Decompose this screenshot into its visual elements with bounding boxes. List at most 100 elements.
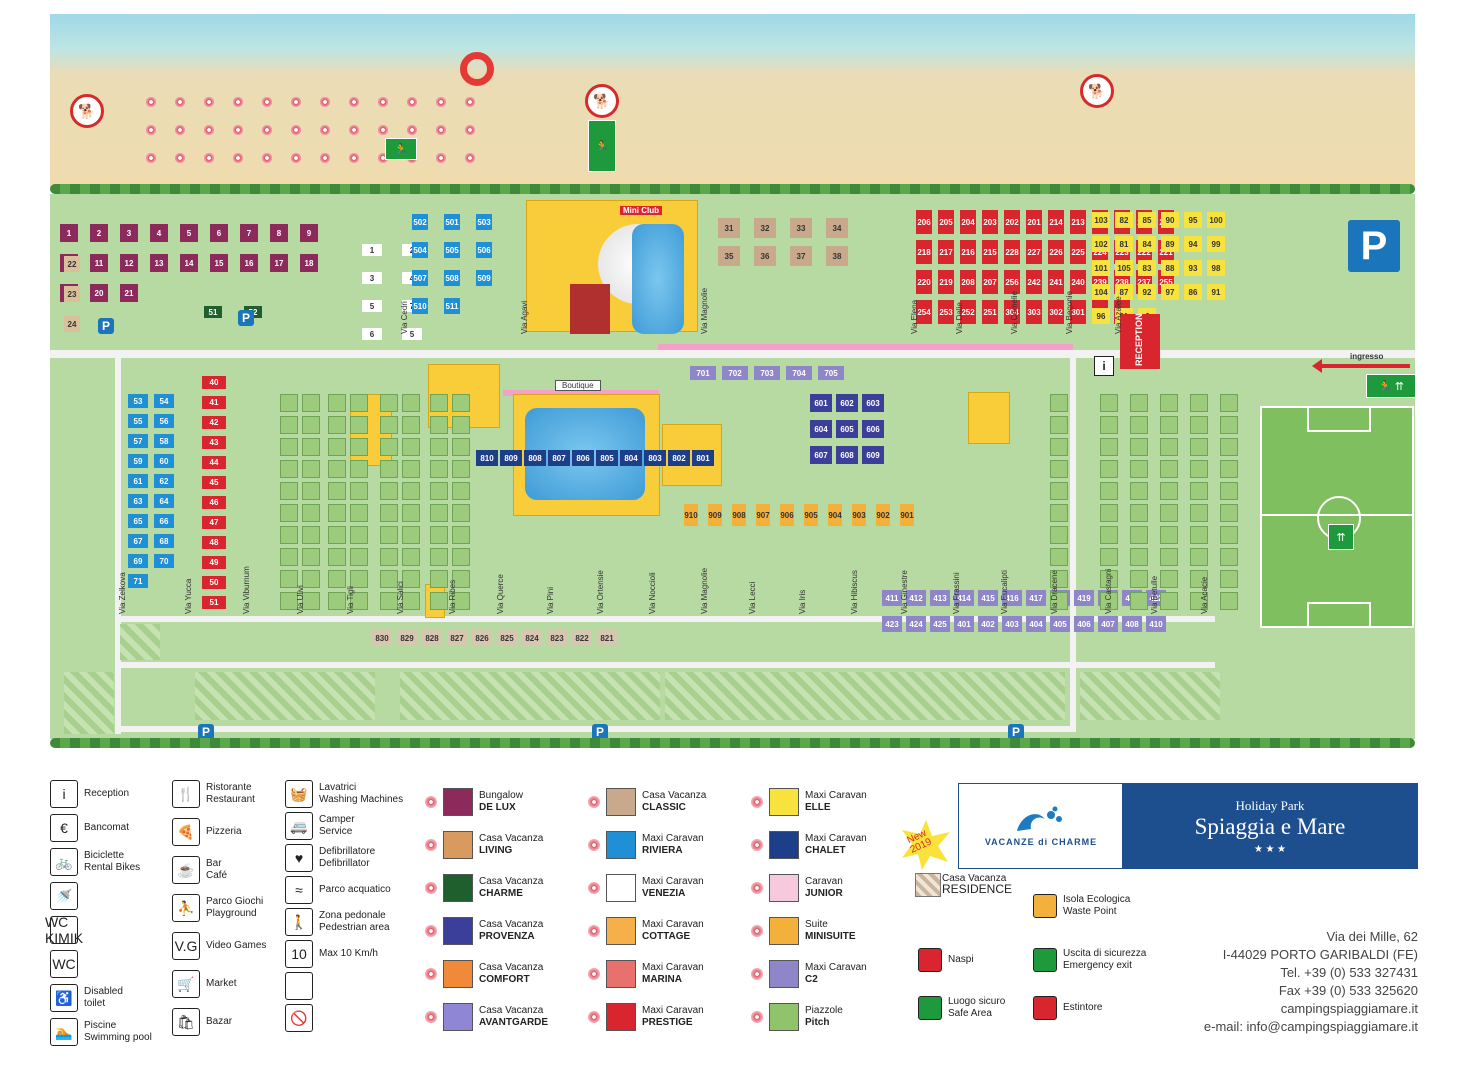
accommodation-unit[interactable]: 220 [916,270,932,294]
pitch-plot[interactable] [380,394,398,412]
pitch-plot[interactable] [402,592,420,610]
accommodation-unit[interactable]: 901 [900,504,914,526]
pitch-plot[interactable] [1220,570,1238,588]
pitch-plot[interactable] [1100,460,1118,478]
pitch-plot[interactable] [350,504,368,522]
accommodation-unit[interactable]: 37 [790,246,812,266]
pitch-plot[interactable] [1160,394,1178,412]
pitch-plot[interactable] [1160,526,1178,544]
accommodation-unit[interactable]: 601 [810,394,832,412]
accommodation-unit[interactable]: 303 [1026,300,1042,324]
accommodation-unit[interactable]: 62 [154,474,174,488]
accommodation-unit[interactable]: 206 [916,210,932,234]
accommodation-unit[interactable]: 404 [1026,616,1046,632]
accommodation-unit[interactable]: 822 [572,630,592,646]
accommodation-unit[interactable]: 95 [1184,212,1202,228]
pitch-plot[interactable] [402,570,420,588]
accommodation-unit[interactable]: 67 [128,534,148,548]
accommodation-unit[interactable]: 71 [128,574,148,588]
accommodation-unit[interactable]: 21 [120,284,138,302]
accommodation-unit[interactable]: 65 [128,514,148,528]
pitch-plot[interactable] [1220,416,1238,434]
accommodation-unit[interactable]: 91 [1207,284,1225,300]
accommodation-unit[interactable]: 402 [978,616,998,632]
pitch-plot[interactable] [1190,504,1208,522]
accommodation-unit[interactable]: 17 [270,254,288,272]
accommodation-unit[interactable]: 68 [154,534,174,548]
accommodation-unit[interactable]: 401 [954,616,974,632]
accommodation-unit[interactable]: 6 [362,328,382,340]
pitch-plot[interactable] [430,504,448,522]
accommodation-unit[interactable]: 416 [1002,590,1022,606]
accommodation-unit[interactable]: 510 [412,298,428,314]
accommodation-unit[interactable]: 907 [756,504,770,526]
accommodation-unit[interactable]: 18 [300,254,318,272]
accommodation-unit[interactable]: 7 [240,224,258,242]
accommodation-unit[interactable]: 504 [412,242,428,258]
pitch-plot[interactable] [452,416,470,434]
accommodation-unit[interactable]: 215 [982,240,998,264]
accommodation-unit[interactable]: 5 [362,300,382,312]
pitch-plot[interactable] [452,438,470,456]
accommodation-unit[interactable]: 424 [906,616,926,632]
accommodation-unit[interactable]: 70 [154,554,174,568]
accommodation-unit[interactable]: 6 [210,224,228,242]
accommodation-unit[interactable]: 59 [128,454,148,468]
accommodation-unit[interactable]: 802 [668,450,690,466]
pitch-plot[interactable] [380,416,398,434]
accommodation-unit[interactable]: 228 [1004,240,1020,264]
pitch-plot[interactable] [430,460,448,478]
pitch-plot[interactable] [1130,482,1148,500]
accommodation-unit[interactable]: 84 [1138,236,1156,252]
accommodation-unit[interactable]: 403 [1002,616,1022,632]
pitch-plot[interactable] [1130,460,1148,478]
pitch-plot[interactable] [328,438,346,456]
accommodation-unit[interactable]: 5 [180,224,198,242]
pitch-plot[interactable] [1190,438,1208,456]
pitch-plot[interactable] [328,460,346,478]
accommodation-unit[interactable]: 40 [202,376,226,389]
accommodation-unit[interactable]: 89 [1161,236,1179,252]
pitch-plot[interactable] [1190,592,1208,610]
pitch-plot[interactable] [402,548,420,566]
accommodation-unit[interactable]: 204 [960,210,976,234]
pitch-plot[interactable] [280,548,298,566]
accommodation-unit[interactable]: 20 [90,284,108,302]
accommodation-unit[interactable]: 51 [204,306,222,318]
accommodation-unit[interactable]: 408 [1122,616,1142,632]
accommodation-unit[interactable]: 301 [1070,300,1086,324]
pitch-plot[interactable] [430,482,448,500]
accommodation-unit[interactable]: 830 [372,630,392,646]
accommodation-unit[interactable]: 98 [1207,260,1225,276]
accommodation-unit[interactable]: 251 [982,300,998,324]
accommodation-unit[interactable]: 810 [476,450,498,466]
accommodation-unit[interactable]: 254 [916,300,932,324]
pitch-plot[interactable] [302,394,320,412]
pitch-plot[interactable] [402,460,420,478]
pitch-plot[interactable] [380,526,398,544]
accommodation-unit[interactable]: 86 [1184,284,1202,300]
pitch-plot[interactable] [430,592,448,610]
accommodation-unit[interactable]: 423 [882,616,902,632]
pitch-plot[interactable] [1160,548,1178,566]
pitch-plot[interactable] [1220,548,1238,566]
pitch-plot[interactable] [350,548,368,566]
pitch-plot[interactable] [1190,570,1208,588]
accommodation-unit[interactable]: 406 [1074,616,1094,632]
pitch-plot[interactable] [1100,504,1118,522]
accommodation-unit[interactable]: 54 [154,394,174,408]
accommodation-unit[interactable]: 511 [444,298,460,314]
pitch-plot[interactable] [452,548,470,566]
accommodation-unit[interactable]: 103 [1092,212,1110,228]
pitch-plot[interactable] [430,570,448,588]
pitch-plot[interactable] [430,438,448,456]
accommodation-unit[interactable]: 508 [444,270,460,286]
accommodation-unit[interactable]: 31 [718,218,740,238]
accommodation-unit[interactable]: 42 [202,416,226,429]
pitch-plot[interactable] [1100,570,1118,588]
pitch-plot[interactable] [328,592,346,610]
pitch-plot[interactable] [402,416,420,434]
accommodation-unit[interactable]: 411 [882,590,902,606]
pitch-plot[interactable] [1160,460,1178,478]
accommodation-unit[interactable]: 607 [810,446,832,464]
